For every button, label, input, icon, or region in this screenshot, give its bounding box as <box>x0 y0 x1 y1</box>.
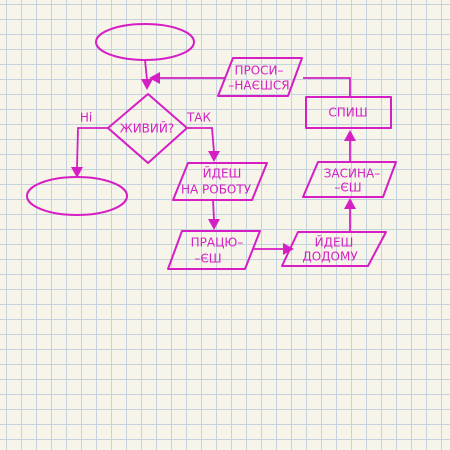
work-label-line2: –ЄШ <box>194 252 221 266</box>
fall-asleep-label-line1: ЗАСИНА– <box>324 167 381 181</box>
end-oval <box>26 176 128 216</box>
go-to-work-label-line2: НА РОБОТУ <box>181 183 252 197</box>
edge-label-yes: ТАК <box>186 111 212 125</box>
go-to-work-label-line1: ЙДЕШ <box>203 166 242 181</box>
arrowhead-start <box>141 79 153 90</box>
go-home-label-line2: ДОДОМУ <box>302 250 358 264</box>
arrow-sleep-to-wake-up <box>303 77 351 97</box>
process-go-to-work <box>172 162 268 201</box>
work-label-line1: ПРАЦЮ– <box>191 236 244 250</box>
decision-diamond-alive <box>107 93 188 164</box>
arrowhead-fall-asleep <box>344 198 356 209</box>
wake-up-label-line2: –НАЄШСЯ <box>228 79 289 93</box>
edge-label-no: Ні <box>80 111 92 125</box>
process-go-home <box>281 231 387 267</box>
sleep-label: СПИШ <box>328 106 367 120</box>
arrowhead-go-to-work <box>208 151 220 162</box>
fall-asleep-label-line2: –ЄШ <box>334 181 361 195</box>
arrowhead-end <box>71 167 83 178</box>
arrow-no-to-end <box>76 127 108 169</box>
go-home-label-line1: ЙДЕШ <box>315 235 354 250</box>
arrowhead-sleep <box>344 130 356 141</box>
arrow-start-to-decision <box>144 59 148 81</box>
wake-up-label-line1: ПРОСИ– <box>234 64 283 78</box>
process-sleep <box>305 96 392 129</box>
process-wake-up <box>217 57 303 97</box>
arrowhead-work <box>208 219 220 230</box>
process-fall-asleep <box>302 161 397 198</box>
arrow-yes-to-go-to-work <box>187 127 215 153</box>
arrowhead-wake-up <box>149 72 160 84</box>
arrowhead-go-home <box>283 243 294 255</box>
decision-label-alive: ЖИВИЙ? <box>120 121 174 136</box>
start-oval <box>95 23 195 61</box>
arrow-go-to-work-to-work <box>212 199 215 221</box>
process-work <box>167 230 261 270</box>
